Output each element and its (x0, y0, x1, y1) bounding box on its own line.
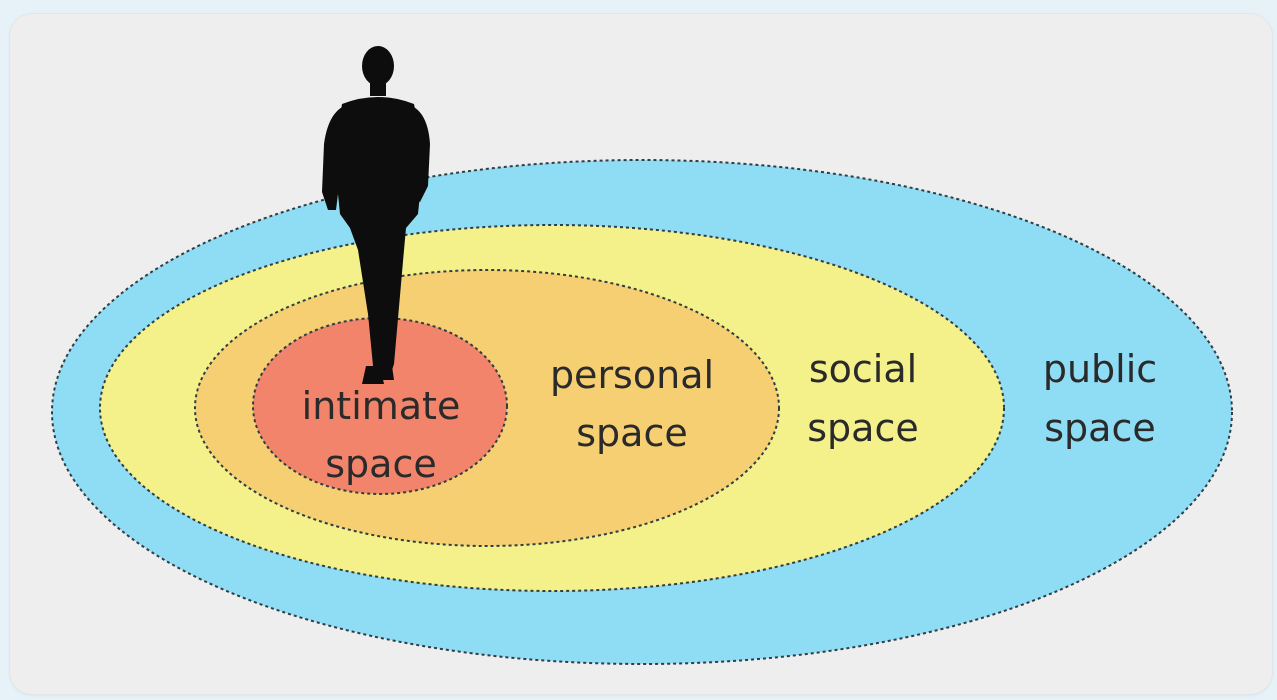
proxemics-diagram: intimate space personal space social spa… (51, 46, 1233, 665)
intimate-space-label-line1: intimate (302, 384, 461, 428)
social-space-label-line2: space (807, 406, 918, 450)
diagram-card: intimate space personal space social spa… (10, 14, 1272, 694)
public-space-label-line2: space (1044, 406, 1155, 450)
personal-space-label-line2: space (576, 411, 687, 455)
public-space-label-line1: public (1043, 347, 1157, 391)
social-space-label-line1: social (809, 347, 917, 391)
intimate-space-label-line2: space (325, 442, 436, 486)
personal-space-label-line1: personal (550, 353, 714, 397)
standing-person-silhouette-icon (322, 46, 430, 384)
